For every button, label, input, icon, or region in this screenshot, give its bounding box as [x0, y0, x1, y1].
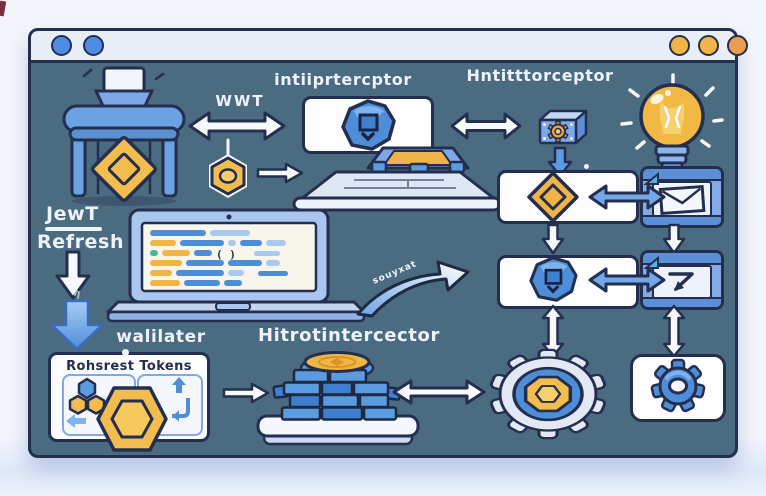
blue-down-arrow-big — [50, 290, 104, 351]
double-arrow-box-right — [450, 112, 522, 140]
envelope-icon — [658, 184, 706, 216]
arrow-hexagon-to-platform — [256, 162, 304, 184]
fold-triangle-icon — [643, 171, 659, 185]
window-control-dot-yellow-2[interactable] — [698, 35, 719, 56]
token-press-machine-icon — [62, 66, 186, 206]
double-arrow-stack-gear — [392, 379, 486, 405]
window-top-strip — [643, 253, 721, 265]
fold-triangle-icon — [643, 255, 659, 269]
gear-3d-box-icon — [538, 109, 588, 145]
corner-artifact — [0, 0, 7, 17]
blue-double-arrow-row1 — [588, 184, 666, 210]
down-arrow-right-column — [662, 223, 686, 255]
big-gear-icon — [489, 348, 607, 440]
window-control-dot-yellow-1[interactable] — [669, 35, 690, 56]
white-down-arrow — [55, 250, 91, 300]
refresh-label: Refresh — [37, 231, 125, 253]
elbow-arrow-icon — [172, 398, 190, 422]
left-arrow-icon — [66, 414, 86, 428]
token-stack-icon — [256, 351, 420, 446]
blue-down-arrow-small — [547, 146, 573, 178]
zigzag-arrow-icon — [668, 272, 694, 291]
vertical-double-arrow-right — [662, 304, 686, 358]
window-control-dot-blue-1[interactable] — [51, 35, 72, 56]
arrow-tokens-to-stack — [222, 382, 270, 404]
blue-gear-icon — [650, 358, 706, 413]
big-hexagon-token-icon — [96, 386, 168, 452]
swoosh-arrow-icon: souyxat — [356, 259, 470, 318]
window-top-strip — [643, 169, 721, 181]
wwt-label: WWT — [215, 92, 265, 110]
lightbulb-icon — [620, 73, 724, 171]
diamond-token-icon — [527, 171, 579, 223]
code-parens: ( ) — [216, 248, 236, 261]
jwt-underline — [45, 227, 102, 231]
envelope-window-box — [640, 166, 724, 228]
zigzag-window-box — [640, 250, 724, 310]
hexagon-token-icon — [209, 138, 247, 198]
down-arrow-left-column — [541, 223, 565, 255]
refresh-tokens-cluster-icon — [68, 377, 106, 415]
http-interceptor-bottom-label: Hitrotintercector — [258, 325, 440, 346]
up-arrow-icon — [172, 377, 186, 393]
window-control-dot-orange[interactable] — [727, 35, 748, 56]
blue-double-arrow-row2 — [588, 267, 666, 293]
jwt-label: JewT — [46, 203, 99, 225]
validator-label: walilater — [116, 327, 206, 347]
double-arrow-press-box — [188, 111, 286, 141]
window-control-dot-blue-2[interactable] — [83, 35, 104, 56]
heptagon-badge-icon-small — [529, 256, 578, 302]
token-platform-icon — [292, 146, 502, 212]
window-titlebar — [31, 31, 748, 63]
refresh-tokens-title: Rohsrest Tokens — [66, 359, 192, 374]
box-top-dot — [122, 349, 129, 356]
sparkle-dot — [584, 164, 589, 169]
laptop-code-icon: ( ) — [106, 208, 366, 323]
interceptor-top-label: intiiprtercptor — [274, 70, 412, 89]
http-interceptor-right-label: Hntitttorceptor — [466, 66, 614, 85]
heptagon-badge-icon — [341, 99, 396, 151]
